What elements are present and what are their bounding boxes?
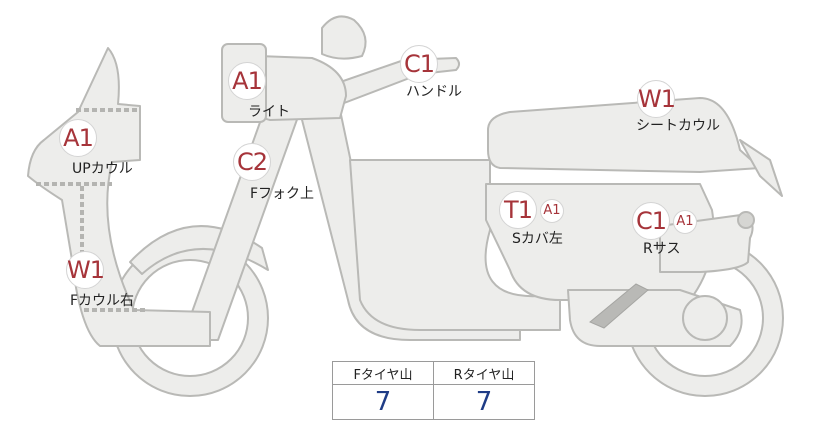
rear-suspension-sub-grade-badge: A1 bbox=[673, 210, 697, 234]
side-cover-left-grade-badge: T1 bbox=[499, 191, 537, 229]
mirror bbox=[321, 15, 367, 60]
front-fork-upper-grade-badge: C2 bbox=[233, 143, 271, 181]
front-tire-value: 7 bbox=[332, 384, 434, 420]
handle-grade-badge: C1 bbox=[400, 45, 438, 83]
rear-suspension-grade-badge: C1 bbox=[632, 202, 670, 240]
light-grade-badge: A1 bbox=[228, 62, 266, 100]
front-fork-upper-label: Fフォク上 bbox=[250, 186, 315, 202]
up-cowl-grade-badge: A1 bbox=[59, 119, 97, 157]
rear-tire-header: Rタイヤ山 bbox=[433, 361, 535, 385]
tire-tread-table: Fタイヤ山 Rタイヤ山 7 7 bbox=[332, 361, 535, 420]
tire-table-value-row: 7 7 bbox=[332, 384, 535, 420]
up-cowl-label: UPカウル bbox=[72, 161, 133, 177]
seat-cowl-label: シートカウル bbox=[636, 118, 720, 134]
rear-tire-value: 7 bbox=[433, 384, 535, 420]
front-tire-header: Fタイヤ山 bbox=[332, 361, 434, 385]
tail-light bbox=[739, 139, 783, 197]
tire-table-header-row: Fタイヤ山 Rタイヤ山 bbox=[332, 361, 535, 385]
front-cowl-right-grade-badge: W1 bbox=[66, 251, 105, 289]
light-label: ライト bbox=[248, 104, 290, 120]
rear-suspension-label: Rサス bbox=[643, 241, 681, 257]
seat bbox=[487, 97, 761, 173]
handle-label: ハンドル bbox=[406, 84, 462, 100]
side-cover-left-sub-grade-badge: A1 bbox=[540, 199, 564, 223]
swingarm-strut bbox=[589, 283, 649, 329]
front-cowl-right-label: Fカウル右 bbox=[70, 293, 135, 309]
seat-cowl-grade-badge: W1 bbox=[637, 80, 676, 118]
side-cover-left-label: Sカバ左 bbox=[512, 231, 563, 247]
